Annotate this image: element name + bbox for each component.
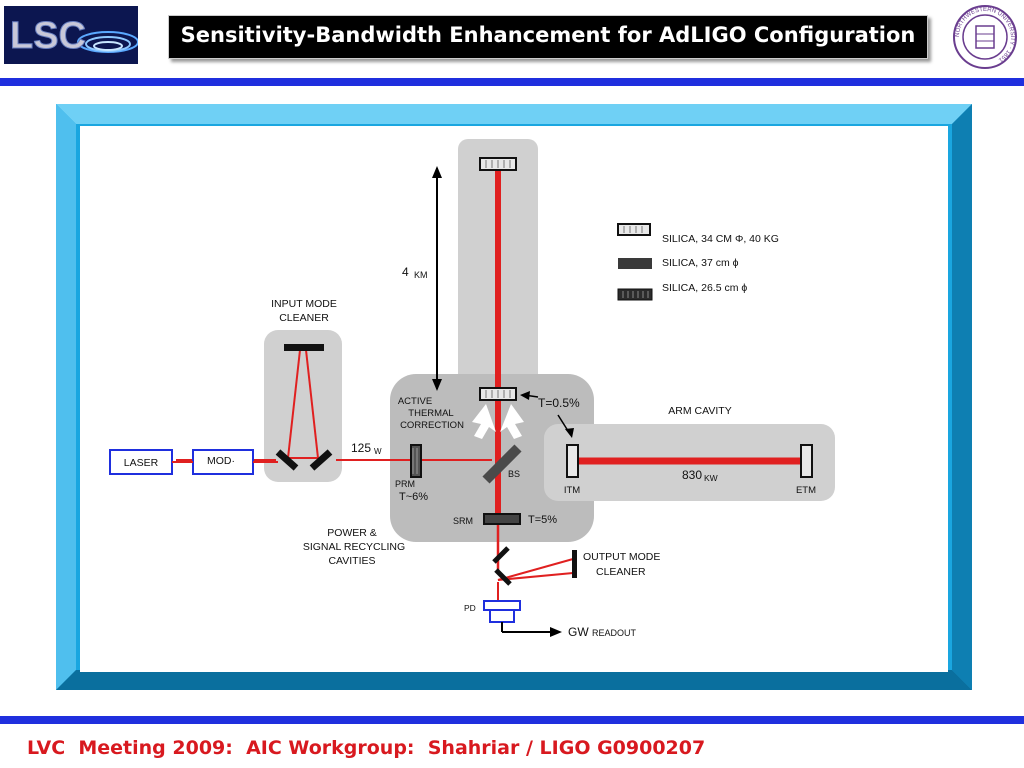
imc-top-mirror [284, 344, 324, 351]
page-title: Sensitivity-Bandwidth Enhancement for Ad… [180, 23, 916, 47]
lsc-logo: LSC [4, 6, 139, 64]
atc-label-3: CORRECTION [400, 420, 464, 431]
srm-transmission-label: T=5% [528, 514, 557, 526]
pd-label: PD [464, 603, 476, 613]
prm-label: PRM [395, 479, 415, 489]
thermal-arrow-right [500, 404, 524, 439]
omc-mirror-lower [494, 568, 512, 586]
input-power-label: 125 [351, 441, 371, 455]
footer-text: LVC Meeting 2009: AIC Workgroup: Shahria… [27, 737, 706, 759]
itm-label: ITM [564, 485, 580, 496]
etm-label: ETM [796, 485, 816, 496]
prm-mirror [410, 444, 422, 478]
srm-mirror [483, 513, 521, 525]
arm-power-label: 830 [682, 468, 702, 482]
gw-label: GW [568, 625, 589, 639]
thermal-arrow-left [472, 404, 496, 439]
imc-left-mirror [275, 449, 299, 471]
arm-length-label: 4 [402, 265, 409, 279]
photodiode-body [489, 609, 515, 623]
arm-power-unit: KW [704, 473, 718, 483]
legend-swatch-1 [617, 223, 651, 236]
srm-label: SRM [453, 516, 473, 526]
imc-label-1: INPUT MODE [271, 298, 337, 310]
input-power-unit: W [374, 447, 382, 456]
photodiode-top [483, 600, 521, 611]
atc-label-2: THERMAL [408, 408, 453, 419]
legend-item-3: SILICA, 26.5 cm ϕ [662, 282, 747, 294]
input-mode-cleaner-enclosure [264, 330, 342, 482]
prm-transmission-label: T~6% [399, 491, 428, 503]
university-seal: NORTHWESTERN UNIVERSITY · 1851 [952, 4, 1018, 70]
imc-right-mirror [309, 449, 333, 471]
imc-label-2: CLEANER [279, 312, 329, 324]
legend-swatch-2 [618, 258, 652, 269]
laser-label: LASER [124, 457, 159, 469]
laser-box [109, 449, 173, 475]
title-banner: Sensitivity-Bandwidth Enhancement for Ad… [168, 15, 928, 59]
bottom-rule [0, 716, 1024, 724]
readout-label: READOUT [592, 628, 637, 638]
recycling-label-3: CAVITIES [328, 555, 375, 567]
top-rule [0, 78, 1024, 86]
x-arm-etm [800, 444, 813, 478]
arm-cavity-label: ARM CAVITY [668, 405, 731, 417]
omc-mirror-upper [492, 546, 510, 564]
itm-transmission-label: T=0.5% [538, 396, 580, 410]
legend-item-1: SILICA, 34 CM Φ, 40 KG [662, 233, 779, 245]
mod-label: MOD· [207, 455, 235, 467]
legend-item-2: SILICA, 37 cm ϕ [662, 257, 739, 269]
bs-label: BS [508, 469, 520, 479]
omc-label-1: OUTPUT MODE [583, 551, 660, 563]
legend-swatch-3 [617, 288, 653, 301]
omc-end-mirror [572, 550, 577, 578]
recycling-label-2: SIGNAL RECYCLING [303, 541, 405, 553]
atc-label-1: ACTIVE [398, 396, 432, 407]
omc-label-2: CLEANER [596, 566, 646, 578]
lsc-logo-text: LSC [10, 15, 86, 57]
interferometer-diagram: 4 KM INPUT MODE CLEANER LASER MOD· 125 W [56, 104, 972, 690]
diagram-frame: 4 KM INPUT MODE CLEANER LASER MOD· 125 W [56, 104, 972, 690]
beam-splitter [482, 444, 522, 484]
x-arm-itm [566, 444, 579, 478]
recycling-label-1: POWER & [327, 527, 377, 539]
arm-length-unit: KM [414, 270, 428, 280]
central-station-enclosure [390, 374, 594, 542]
